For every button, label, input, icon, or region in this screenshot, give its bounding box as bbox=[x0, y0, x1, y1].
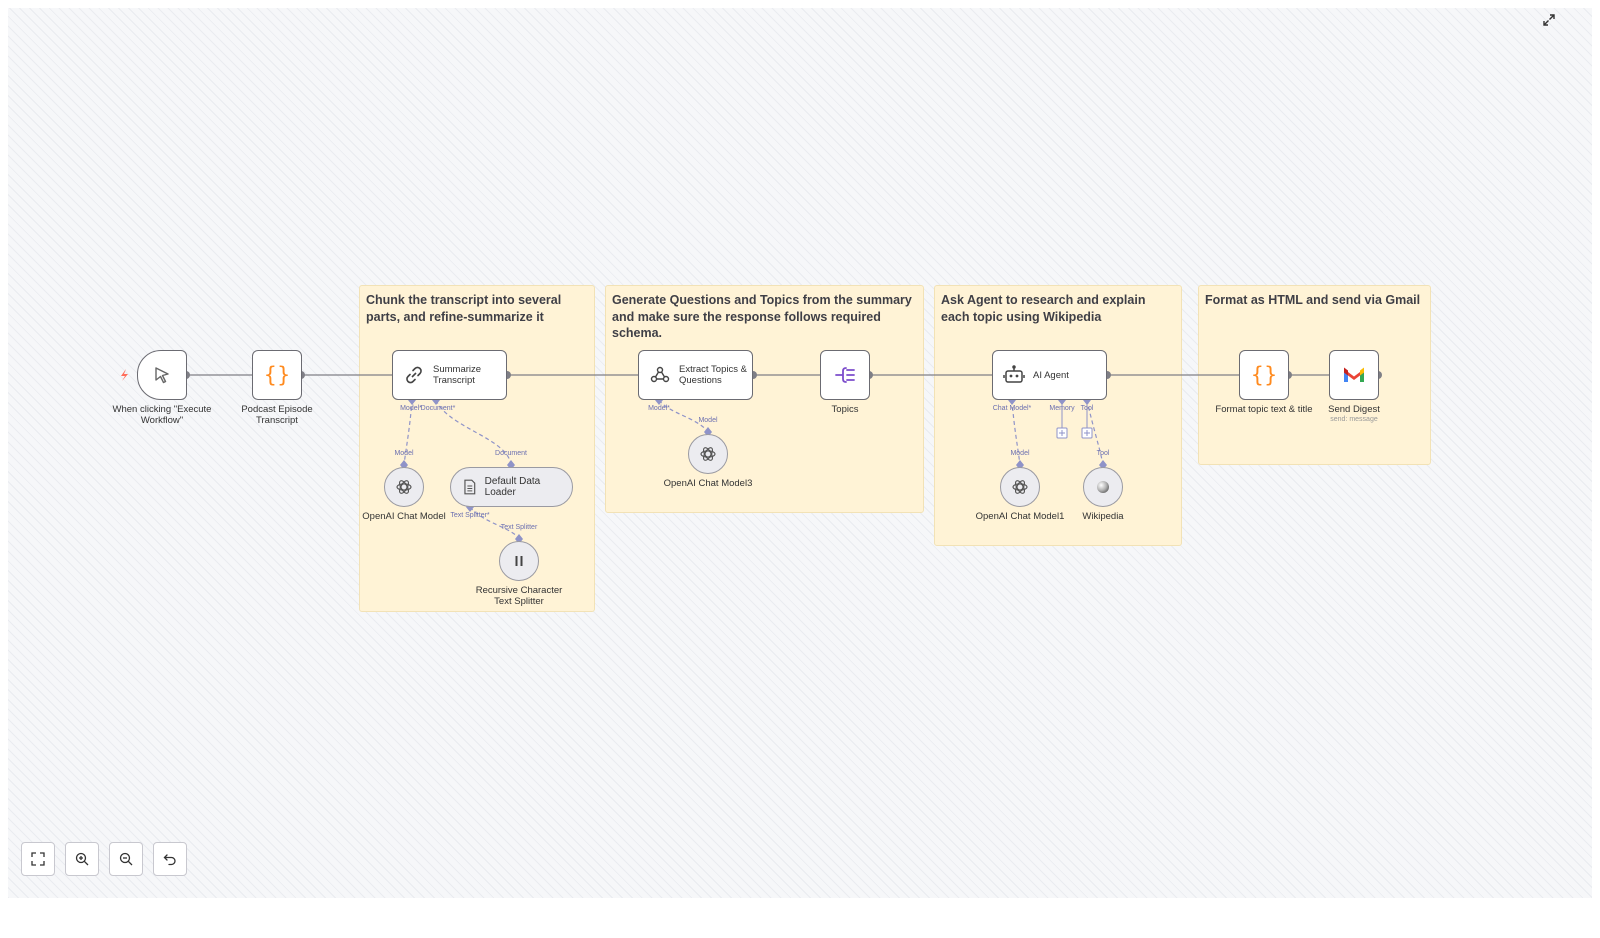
port-label-agent-model: Model bbox=[1010, 450, 1030, 457]
node-title-agent: AI Agent bbox=[1033, 369, 1069, 381]
expand-icon bbox=[1543, 14, 1555, 26]
port-label-chat-model-star: Chat Model* bbox=[992, 405, 1032, 412]
sub-connections bbox=[403, 399, 1104, 540]
sticky-generate-text: Generate Questions and Topics from the s… bbox=[612, 293, 912, 340]
openai-icon bbox=[396, 480, 412, 494]
sticky-chunk-text: Chunk the transcript into several parts,… bbox=[366, 293, 562, 324]
trigger-bolt-icon bbox=[121, 369, 128, 381]
wikipedia-icon bbox=[1097, 481, 1109, 493]
add-sub-node-buttons bbox=[1056, 427, 1093, 439]
node-label-format: Format topic text & title bbox=[1215, 404, 1313, 415]
zoom-in-icon bbox=[75, 852, 89, 866]
node-openai-chat-model3[interactable] bbox=[688, 434, 728, 474]
zoom-out-button[interactable] bbox=[109, 842, 143, 876]
node-sublabel-send-digest: send: message bbox=[1330, 416, 1378, 423]
node-title-extract: Extract Topics & Questions bbox=[679, 364, 747, 386]
braces-icon: {} bbox=[1250, 363, 1278, 387]
reset-zoom-button[interactable] bbox=[153, 842, 187, 876]
split-out-icon bbox=[835, 367, 855, 383]
port-label-extract-model-star: Model* bbox=[648, 405, 670, 412]
node-extract-topics[interactable]: Extract Topics & Questions bbox=[638, 350, 753, 400]
node-summarize-transcript[interactable]: Summarize Transcript bbox=[392, 350, 507, 400]
node-send-digest[interactable] bbox=[1329, 350, 1379, 400]
cursor-icon bbox=[155, 367, 169, 384]
port-label-text-splitter-star: Text Splitter* bbox=[450, 512, 490, 519]
node-label-trigger: When clicking "Execute Workflow" bbox=[112, 404, 212, 426]
node-label-openai: OpenAI Chat Model bbox=[362, 511, 446, 522]
node-default-data-loader[interactable]: Default Data Loader bbox=[450, 467, 573, 507]
sticky-agent-text: Ask Agent to research and explain each t… bbox=[941, 293, 1146, 324]
sticky-generate[interactable]: Generate Questions and Topics from the s… bbox=[605, 285, 924, 513]
workflow-canvas[interactable]: Chunk the transcript into several parts,… bbox=[8, 8, 1592, 898]
node-text-splitter[interactable] bbox=[499, 541, 539, 581]
port-label-tool-in: Tool bbox=[1096, 450, 1110, 457]
port-label-extract-model: Model bbox=[698, 417, 718, 424]
link-icon bbox=[406, 366, 422, 384]
node-label-send-digest: Send Digest bbox=[1328, 404, 1380, 415]
node-podcast-transcript[interactable]: {} bbox=[252, 350, 302, 400]
node-topics[interactable] bbox=[820, 350, 870, 400]
undo-icon bbox=[163, 854, 176, 866]
sticky-format-text: Format as HTML and send via Gmail bbox=[1205, 293, 1421, 307]
port-label-tool: Tool bbox=[1080, 405, 1094, 412]
port-label-document-star: Document* bbox=[420, 405, 456, 412]
node-label-openai1: OpenAI Chat Model1 bbox=[975, 511, 1065, 522]
node-label-podcast: Podcast Episode Transcript bbox=[241, 404, 313, 426]
node-format-topic[interactable]: {} bbox=[1239, 350, 1289, 400]
zoom-to-fit-button[interactable] bbox=[21, 842, 55, 876]
port-label-model: Model bbox=[394, 450, 414, 457]
port-label-model-star: Model* bbox=[400, 405, 422, 412]
node-manual-trigger[interactable] bbox=[137, 350, 187, 400]
zoom-in-button[interactable] bbox=[65, 842, 99, 876]
openai-icon bbox=[700, 447, 716, 461]
node-ai-agent[interactable]: AI Agent bbox=[992, 350, 1107, 400]
connections-layer bbox=[121, 369, 1382, 544]
node-label-splitter: Recursive Character Text Splitter bbox=[475, 585, 563, 607]
robot-icon bbox=[1003, 365, 1025, 383]
fullscreen-button[interactable] bbox=[1541, 12, 1557, 28]
node-title-summarize: Summarize Transcript bbox=[433, 364, 482, 386]
node-openai-chat-model1[interactable] bbox=[1000, 467, 1040, 507]
node-title-data-loader: Default Data Loader bbox=[484, 476, 541, 498]
sticky-agent[interactable]: Ask Agent to research and explain each t… bbox=[934, 285, 1182, 546]
openai-icon bbox=[1012, 480, 1028, 494]
node-label-openai3: OpenAI Chat Model3 bbox=[663, 478, 753, 489]
node-label-wikipedia: Wikipedia bbox=[1082, 511, 1124, 522]
node-openai-chat-model[interactable] bbox=[384, 467, 424, 507]
zoom-out-icon bbox=[119, 852, 133, 866]
node-label-topics: Topics bbox=[831, 404, 859, 415]
port-label-memory: Memory bbox=[1049, 405, 1075, 412]
port-label-text-splitter: Text Splitter bbox=[500, 524, 538, 531]
node-wikipedia[interactable] bbox=[1083, 467, 1123, 507]
braces-icon: {} bbox=[263, 363, 291, 387]
port-label-document: Document bbox=[495, 450, 527, 457]
gmail-icon bbox=[1344, 367, 1364, 382]
document-icon bbox=[464, 479, 476, 495]
pause-icon bbox=[515, 556, 523, 566]
share-nodes-icon bbox=[650, 366, 670, 383]
sticky-chunk[interactable]: Chunk the transcript into several parts,… bbox=[359, 285, 595, 612]
fit-view-icon bbox=[31, 852, 45, 866]
